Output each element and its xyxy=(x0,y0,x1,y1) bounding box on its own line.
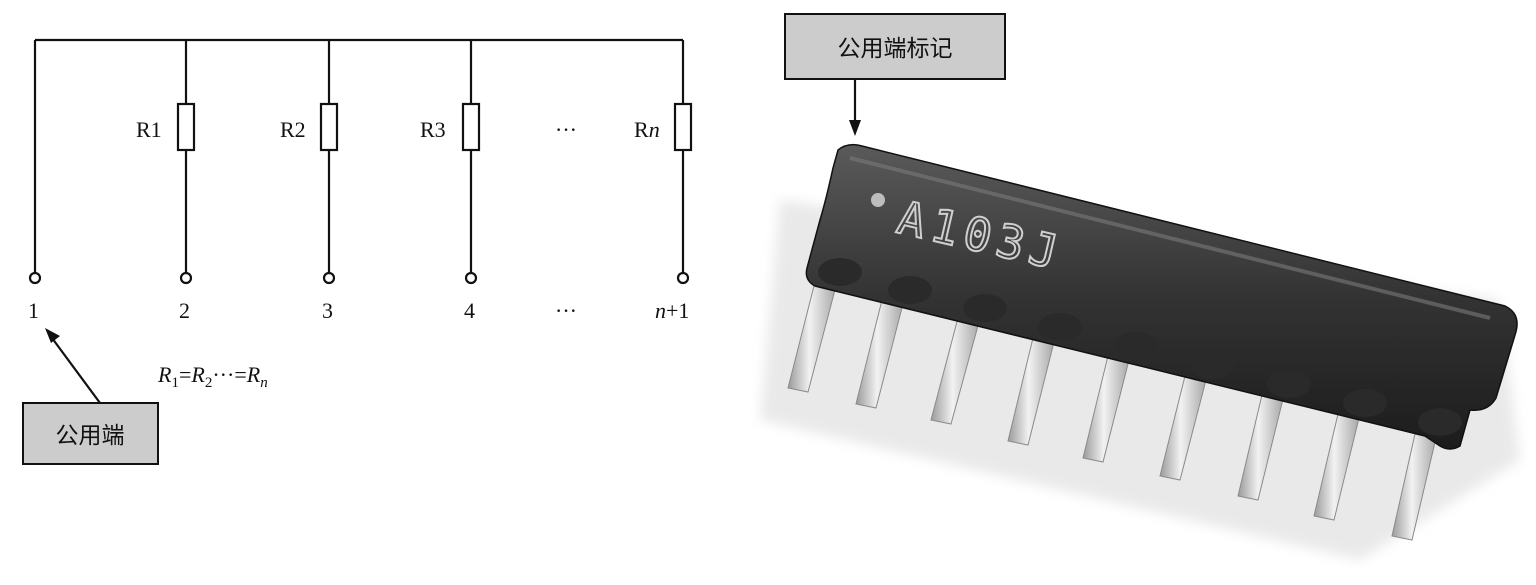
bump-8 xyxy=(1343,389,1387,417)
r3-label: R3 xyxy=(420,117,446,142)
r1-label: R1 xyxy=(136,117,162,142)
bump-4 xyxy=(1038,313,1082,341)
common-mark-callout: 公用端标记 xyxy=(784,13,1006,136)
mark-callout-text: 公用端标记 xyxy=(838,36,953,62)
resistor-labels: R1 R2 R3 ··· Rn xyxy=(136,117,660,142)
ellipsis-pins: ··· xyxy=(555,298,577,323)
callout-box xyxy=(22,402,159,465)
r2-label: R2 xyxy=(280,117,306,142)
pin1-label: 1 xyxy=(28,298,39,323)
bump-1 xyxy=(818,258,862,286)
mark-arrowhead xyxy=(849,120,861,136)
body-highlight xyxy=(849,156,1491,320)
pin2-label: 2 xyxy=(179,298,190,323)
bump-2 xyxy=(888,276,932,304)
r1-resistor-body xyxy=(176,102,196,152)
pin4-label: 4 xyxy=(464,298,475,323)
pin3-terminal xyxy=(322,271,336,285)
ellipsis-resistors: ··· xyxy=(555,117,577,142)
r3-resistor-body xyxy=(461,102,481,152)
body-bumps xyxy=(818,258,1462,436)
sip-resistor-photo: A103J xyxy=(760,143,1520,560)
rn-resistor-body xyxy=(673,102,693,152)
r2-resistor-body xyxy=(319,102,339,152)
callout-text: 公用端 xyxy=(56,423,125,449)
pinn1-terminal xyxy=(676,271,690,285)
rn-label: Rn xyxy=(634,117,660,142)
pinn1-label: n+1 xyxy=(655,298,689,323)
pin2-terminal xyxy=(179,271,193,285)
pin3-label: 3 xyxy=(322,298,333,323)
callout-arrow-line xyxy=(51,337,101,404)
pin1-terminal xyxy=(28,271,42,285)
callout-arrowhead xyxy=(45,328,60,343)
pin4-terminal xyxy=(464,271,478,285)
bump-3 xyxy=(963,294,1007,322)
bump-9 xyxy=(1418,408,1462,436)
mark-callout-box xyxy=(784,13,1006,80)
common-terminal-callout: 公用端 xyxy=(22,328,159,465)
equal-resistance-equation: R1=R2···=Rn xyxy=(157,362,268,391)
pin-labels: 1 2 3 4 ··· n+1 xyxy=(28,298,689,323)
bump-5 xyxy=(1114,332,1158,360)
resistor-network-schematic xyxy=(28,38,693,285)
bump-6 xyxy=(1190,351,1234,379)
bump-7 xyxy=(1267,370,1311,398)
resistor-body xyxy=(805,143,1518,450)
common-end-dot xyxy=(871,193,885,207)
